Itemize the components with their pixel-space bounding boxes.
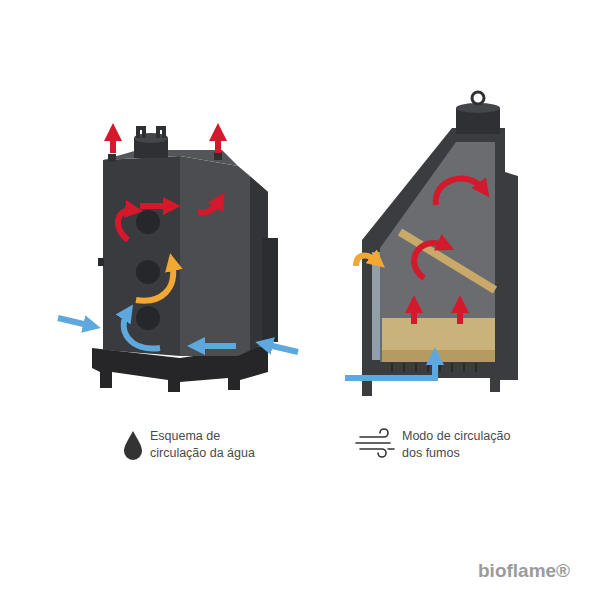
fireplace-section — [362, 92, 518, 396]
brand-watermark: bioflame® — [478, 558, 590, 584]
caption-text: Esquema de circulação da água — [150, 428, 266, 462]
flue-flow-arrows — [345, 178, 484, 378]
boiler-insert — [92, 128, 278, 392]
water-flow-arrows — [58, 132, 298, 352]
water-drop-icon — [124, 431, 142, 460]
smoke-icon — [356, 429, 394, 457]
caption-text: Modo de circulação dos fumos — [402, 428, 520, 462]
